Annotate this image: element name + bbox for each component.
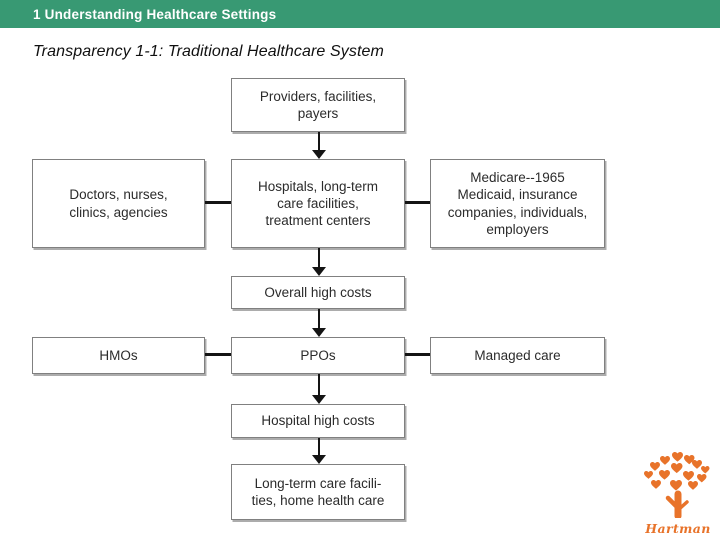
connector-hospitals-overall bbox=[318, 248, 320, 267]
connector-overall-ppos bbox=[318, 309, 320, 328]
arrow-down-icon bbox=[312, 395, 326, 404]
chapter-title: 1 Understanding Healthcare Settings bbox=[33, 6, 277, 22]
flow-box-ppos: PPOs bbox=[231, 337, 405, 374]
flow-box-hospital-costs: Hospital high costs bbox=[231, 404, 405, 438]
slide-header-bar: 1 Understanding Healthcare Settings bbox=[0, 0, 720, 28]
connector-hmos-ppos bbox=[205, 353, 231, 356]
connector-doctors-hospitals bbox=[205, 201, 231, 204]
arrow-down-icon bbox=[312, 328, 326, 337]
arrow-down-icon bbox=[312, 455, 326, 464]
flow-box-providers: Providers, facilities, payers bbox=[231, 78, 405, 132]
connector-hospitalcosts-longterm bbox=[318, 438, 320, 455]
flow-box-hospitals: Hospitals, long-term care facilities, tr… bbox=[231, 159, 405, 248]
arrow-down-icon bbox=[312, 267, 326, 276]
connector-hospitals-medicare bbox=[405, 201, 430, 204]
connector-ppos-hospitalcosts bbox=[318, 374, 320, 395]
flow-box-overall-costs: Overall high costs bbox=[231, 276, 405, 309]
flow-box-long-term: Long-term care facili- ties, home health… bbox=[231, 464, 405, 520]
arrow-down-icon bbox=[312, 150, 326, 159]
flow-box-medicare: Medicare--1965 Medicaid, insurance compa… bbox=[430, 159, 605, 248]
flow-box-doctors: Doctors, nurses, clinics, agencies bbox=[32, 159, 205, 248]
flow-box-hmos: HMOs bbox=[32, 337, 205, 374]
connector-ppos-managedcare bbox=[405, 353, 430, 356]
heart-tree-icon bbox=[644, 452, 710, 520]
flow-box-managed-care: Managed care bbox=[430, 337, 605, 374]
brand-logo: Hartman bbox=[641, 452, 715, 536]
page-title: Transparency 1-1: Traditional Healthcare… bbox=[33, 43, 384, 60]
connector-providers-hospitals bbox=[318, 132, 320, 150]
brand-name: Hartman bbox=[645, 521, 711, 536]
